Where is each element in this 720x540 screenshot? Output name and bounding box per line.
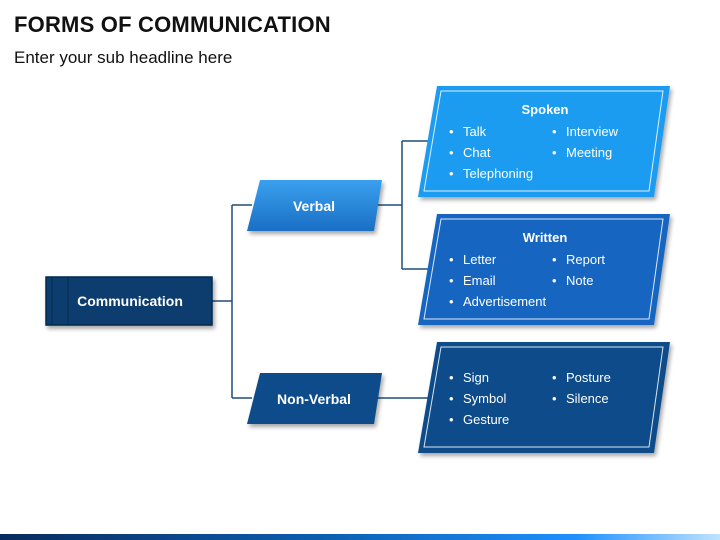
footer-accent-bar	[0, 534, 720, 540]
spoken-card-title: Spoken	[521, 102, 569, 117]
verbal-node	[247, 180, 382, 231]
spoken-card: Spoken Talk Chat Telephoning Interview M…	[430, 86, 660, 197]
list-item: Note	[552, 273, 594, 288]
written-card-title: Written	[522, 230, 568, 245]
list-item: Symbol	[449, 391, 506, 406]
list-item: Sign	[449, 370, 489, 385]
list-item: Letter	[449, 252, 496, 267]
non-verbal-label: Non-Verbal	[277, 390, 351, 407]
page-subtitle: Enter your sub headline here	[14, 48, 233, 67]
list-item: Talk	[449, 124, 486, 139]
list-item: Telephoning	[449, 166, 533, 181]
list-item: Advertisement	[449, 294, 546, 309]
list-item: Chat	[449, 145, 491, 160]
list-item: Silence	[552, 391, 609, 406]
list-item: Email	[449, 273, 495, 288]
non-verbal-node	[247, 373, 382, 424]
page-title: FORMS OF COMMUNICATION	[14, 12, 331, 37]
list-item: Interview	[552, 124, 618, 139]
verbal-label: Verbal	[292, 197, 336, 214]
written-card: Written Letter Email Advertisement Repor…	[430, 214, 660, 325]
connector-lines	[212, 140, 432, 399]
non-verbal-card: Sign Symbol Gesture Posture Silence	[430, 342, 660, 453]
communication-node	[45, 276, 213, 326]
communication-label: Communication	[77, 293, 183, 309]
list-item: Meeting	[552, 145, 612, 160]
list-item: Report	[552, 252, 605, 267]
list-item: Gesture	[449, 412, 509, 427]
list-item: Posture	[552, 370, 611, 385]
